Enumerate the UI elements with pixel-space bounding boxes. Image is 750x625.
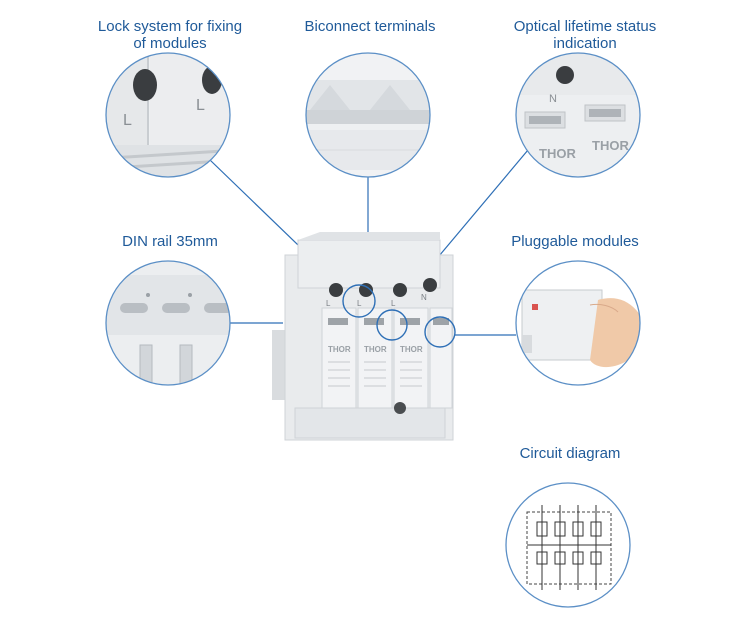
detail-optical-label-n: N bbox=[549, 93, 557, 105]
label-biconnect-terminals: Biconnect terminals bbox=[304, 18, 436, 35]
device-terminal-label-3: L bbox=[391, 299, 396, 308]
highlight-optical bbox=[376, 309, 408, 341]
detail-pluggable-modules bbox=[515, 260, 641, 386]
label-circuit-diagram: Circuit diagram bbox=[519, 445, 621, 462]
detail-optical-brand-2: THOR bbox=[592, 138, 629, 153]
label-din-rail: DIN rail 35mm bbox=[122, 233, 218, 250]
device-brand-3: THOR bbox=[400, 345, 423, 354]
detail-optical-indication: N THOR THOR bbox=[515, 52, 641, 178]
detail-circuit-diagram bbox=[505, 482, 631, 608]
detail-biconnect-terminals bbox=[305, 52, 431, 178]
label-optical-indication: Optical lifetime status indication bbox=[513, 18, 657, 52]
label-lock-system: Lock system for fixing of modules bbox=[97, 18, 243, 52]
device-terminal-label-2: L bbox=[357, 299, 362, 308]
highlight-lock bbox=[342, 284, 376, 318]
highlight-pluggable bbox=[424, 316, 456, 348]
device-terminal-label-4: N bbox=[421, 293, 427, 302]
detail-lock-label-l2: L bbox=[196, 97, 205, 114]
device-brand-1: THOR bbox=[328, 345, 351, 354]
device-terminal-label-1: L bbox=[326, 299, 331, 308]
surge-protector-device: L L L N THOR THOR THOR bbox=[272, 232, 456, 441]
detail-optical-brand: THOR bbox=[539, 146, 576, 161]
detail-lock-label-l1: L bbox=[123, 112, 132, 129]
detail-din-rail bbox=[105, 260, 231, 386]
device-brand-2: THOR bbox=[364, 345, 387, 354]
label-pluggable-modules: Pluggable modules bbox=[511, 233, 639, 250]
